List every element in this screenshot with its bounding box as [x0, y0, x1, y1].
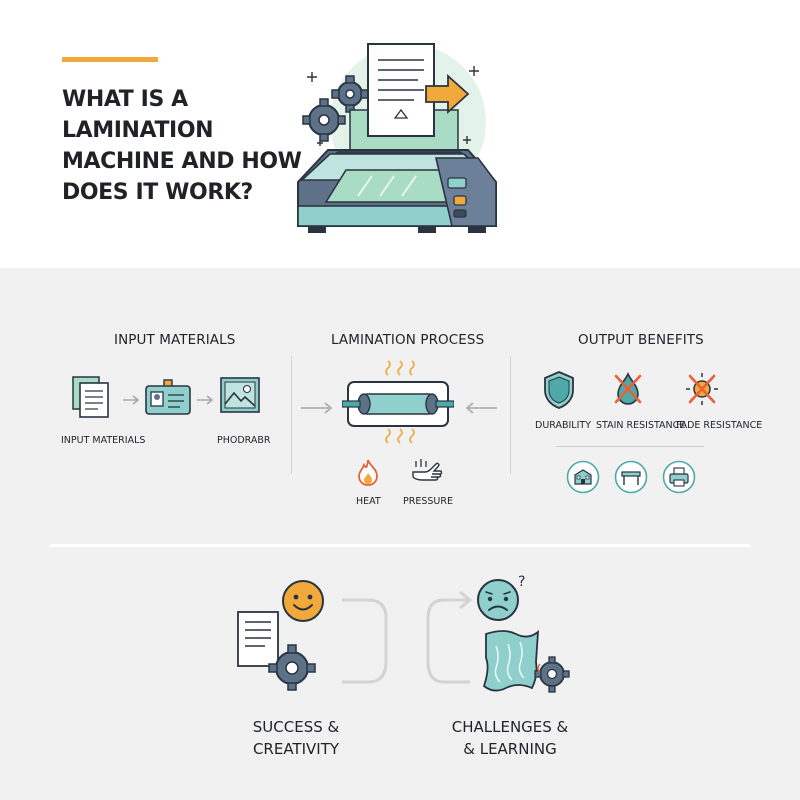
lamination-process-title: LAMINATION PROCESS — [331, 332, 485, 348]
arrow-right-icon — [123, 395, 140, 405]
flow-connector — [342, 590, 473, 684]
pressure-label: PRESSURE — [403, 496, 453, 507]
roller-icon — [342, 381, 454, 427]
no-stain-icon — [614, 371, 642, 405]
benefits-divider — [556, 446, 704, 447]
page-title: What is a Lamination Machine and How Doe… — [62, 87, 302, 205]
heat-waves-icon — [385, 428, 415, 444]
documents-icon — [72, 376, 109, 418]
stain-resistance-label: STAIN RESISTANCE — [596, 420, 686, 431]
photo-icon — [220, 377, 260, 413]
photo-label: PHODRABR — [217, 435, 271, 446]
school-icon — [566, 460, 600, 494]
worried-face-icon: ? — [477, 574, 525, 621]
smiley-icon — [282, 580, 324, 622]
no-fade-icon — [686, 373, 718, 405]
section-divider — [50, 544, 750, 547]
arrow-right-icon — [197, 395, 214, 405]
fade-resistance-label: FADE RESISTANCE — [676, 420, 763, 431]
output-benefits-title: OUTPUT BENEFITS — [578, 332, 704, 348]
input-materials-label: INPUT MATERIALS — [61, 435, 146, 446]
accent-bar — [62, 57, 158, 62]
flame-icon — [358, 459, 378, 486]
arrow-right-icon — [301, 402, 333, 414]
challenges-label: CHALLENGES & & LEARNING — [451, 718, 569, 758]
press-hand-icon — [412, 459, 443, 481]
document-gear-icon — [237, 611, 316, 691]
printer-icon — [662, 460, 696, 494]
laminator-machine-icon — [297, 43, 497, 233]
id-card-icon — [145, 379, 191, 415]
shield-icon — [544, 371, 574, 409]
wrinkled-sheet-gear-icon — [482, 630, 570, 693]
input-materials-title: INPUT MATERIALS — [114, 332, 236, 348]
process-section: INPUT MATERIALS INPUT MATERIALS PHO — [0, 268, 800, 800]
desk-icon — [614, 460, 648, 494]
heat-label: HEAT — [356, 496, 381, 507]
durability-label: DURABILITY — [535, 420, 592, 431]
column-divider — [291, 356, 292, 474]
header-section: What is a Lamination Machine and How Doe… — [0, 0, 800, 268]
column-divider — [510, 356, 511, 474]
heat-waves-icon — [385, 360, 415, 376]
arrow-left-icon — [465, 402, 497, 414]
svg-text:?: ? — [518, 574, 525, 590]
success-label: SUCCESS & CREATIVITY — [252, 718, 340, 758]
